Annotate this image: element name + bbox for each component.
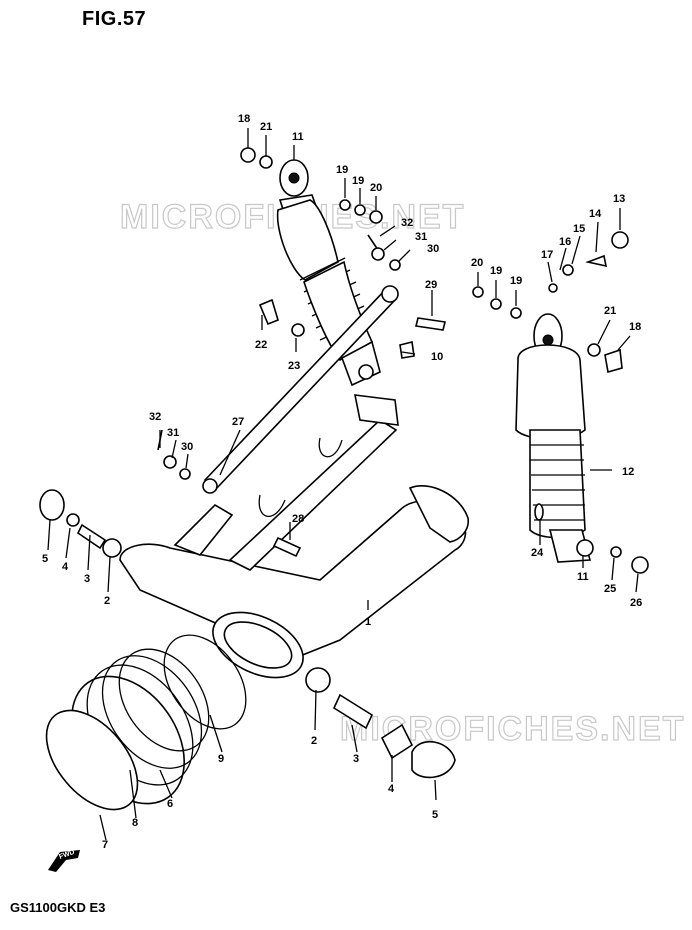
callout-32-left: 32 xyxy=(149,411,161,423)
callout-10: 10 xyxy=(431,351,443,363)
callout-3-left: 3 xyxy=(84,573,90,585)
callout-28: 28 xyxy=(292,513,304,525)
callout-27: 27 xyxy=(232,416,244,428)
callout-25: 25 xyxy=(604,583,616,595)
callout-26: 26 xyxy=(630,597,642,609)
callout-4-left: 4 xyxy=(62,561,69,573)
callout-14: 14 xyxy=(589,208,602,220)
callout-23: 23 xyxy=(288,360,300,372)
callout-18-top: 18 xyxy=(238,113,250,125)
forward-arrow-icon: FWD xyxy=(48,849,80,872)
callout-7: 7 xyxy=(102,839,108,851)
callout-30-left: 30 xyxy=(181,441,193,453)
callout-16: 16 xyxy=(559,236,571,248)
callout-20-right: 20 xyxy=(471,257,483,269)
callout-19-c: 19 xyxy=(490,265,502,277)
callout-17: 17 xyxy=(541,249,553,261)
swingarm xyxy=(119,394,470,679)
callout-31-top: 31 xyxy=(415,231,427,243)
right-shock-absorber xyxy=(515,313,594,563)
callout-19-b: 19 xyxy=(352,175,364,187)
callout-29: 29 xyxy=(425,279,437,291)
callout-18-right: 18 xyxy=(629,321,641,333)
callout-2-left: 2 xyxy=(104,595,110,607)
callout-5-bottom: 5 xyxy=(432,809,438,821)
callout-30-top: 30 xyxy=(427,243,439,255)
callout-31-left: 31 xyxy=(167,427,179,439)
callout-21-right: 21 xyxy=(604,305,616,317)
callout-11-right: 11 xyxy=(577,571,589,583)
callout-3-bottom: 3 xyxy=(353,753,359,765)
callout-4-bottom: 4 xyxy=(388,783,395,795)
callout-12: 12 xyxy=(622,466,634,478)
callout-21-top: 21 xyxy=(260,121,272,133)
callout-9: 9 xyxy=(218,753,224,765)
leader-lines xyxy=(47,128,639,841)
small-parts xyxy=(39,147,649,779)
callout-1: 1 xyxy=(365,616,371,628)
callout-19-d: 19 xyxy=(510,275,522,287)
callout-5-left: 5 xyxy=(42,553,48,565)
callout-6: 6 xyxy=(167,798,173,810)
callout-8: 8 xyxy=(132,817,138,829)
figure-title: FIG.57 xyxy=(82,8,147,30)
model-code: GS1100GKD E3 xyxy=(10,900,106,915)
callout-19-a: 19 xyxy=(336,164,348,176)
callout-2-bottom: 2 xyxy=(311,735,317,747)
callout-13: 13 xyxy=(613,193,625,205)
callout-15: 15 xyxy=(573,223,585,235)
callout-32-top: 32 xyxy=(401,217,413,229)
torque-rod xyxy=(202,285,399,494)
final-drive-boot xyxy=(45,634,247,811)
callout-22: 22 xyxy=(255,339,267,351)
callout-11-top: 11 xyxy=(292,131,304,143)
callout-24: 24 xyxy=(531,547,544,559)
callout-20-top: 20 xyxy=(370,182,382,194)
